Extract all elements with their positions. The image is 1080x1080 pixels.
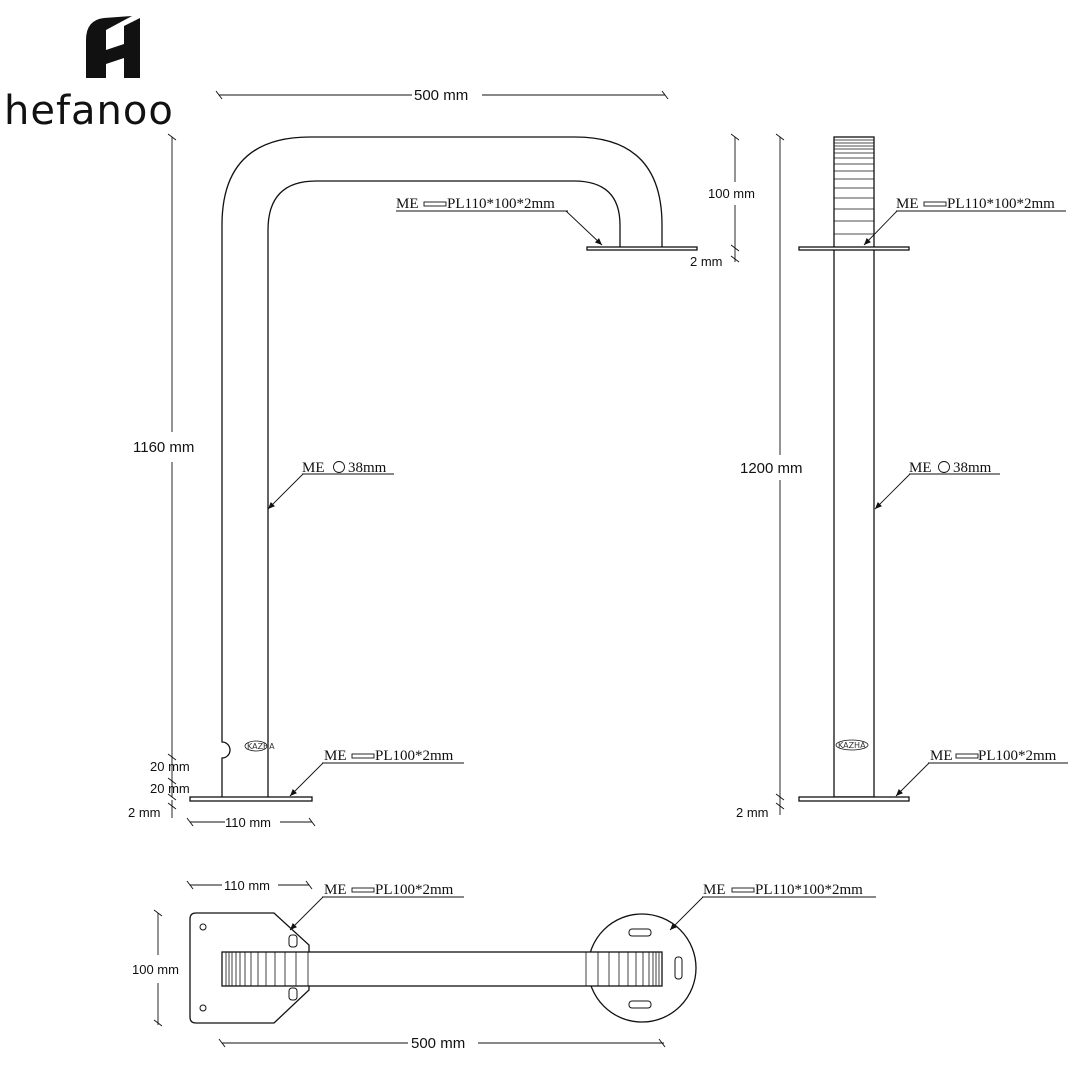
top-tube-knurling <box>225 952 660 986</box>
side-bottom-plate-spec: PL100*2mm <box>978 748 1057 764</box>
front-base-thickness-label: 2 mm <box>128 805 161 820</box>
side-dimensions <box>775 133 785 815</box>
side-top-plate <box>798 246 910 251</box>
top-view <box>189 912 697 1024</box>
brand-name: hefanoo <box>4 88 174 134</box>
side-tube-label: ME <box>909 460 932 476</box>
top-tube <box>221 951 663 987</box>
top-left-plate-spec: PL100*2mm <box>375 882 454 898</box>
front-top-plate-spec: PL110*100*2mm <box>447 196 555 212</box>
top-dimensions <box>153 880 666 1048</box>
front-top-plate <box>586 246 698 251</box>
top-plate-width-label: 110 mm <box>224 878 270 893</box>
front-tag-text: KAZHA <box>247 742 275 751</box>
brand-logo: hefanoo <box>4 16 174 134</box>
side-tube-spec: 38mm <box>953 460 992 476</box>
side-tube-knurling <box>834 139 874 235</box>
front-tube-spec: 38mm <box>348 460 387 476</box>
top-right-plate-spec: PL110*100*2mm <box>755 882 863 898</box>
front-bottom-plate-label: ME <box>324 748 347 764</box>
front-view <box>189 136 698 802</box>
top-left-plate <box>189 912 310 1024</box>
front-tube-outer <box>221 136 663 797</box>
front-gap-lower-label: 20 mm <box>150 781 190 796</box>
side-height-label: 1200 mm <box>740 460 803 477</box>
side-view <box>798 136 910 802</box>
front-top-thickness-label: 2 mm <box>690 254 723 269</box>
side-base-plate <box>798 796 910 802</box>
front-width-label: 500 mm <box>414 87 468 104</box>
front-base-plate <box>189 796 313 802</box>
front-top-plate-label: ME <box>396 196 419 212</box>
top-length-label: 500 mm <box>411 1035 465 1052</box>
front-base-width-label: 110 mm <box>225 815 271 830</box>
side-tag-text: KAZHA <box>838 741 866 750</box>
front-top-depth-label: 100 mm <box>708 186 755 201</box>
front-tube-label: ME <box>302 460 325 476</box>
front-leaders <box>267 201 603 797</box>
side-leaders <box>863 201 1068 797</box>
side-brand-tag <box>835 739 869 751</box>
hefanoo-logo-icon <box>86 16 140 78</box>
front-dimensions <box>167 90 740 827</box>
side-top-plate-spec: PL110*100*2mm <box>947 196 1055 212</box>
top-left-plate-label: ME <box>324 882 347 898</box>
front-gap-upper-label: 20 mm <box>150 759 190 774</box>
side-tube <box>833 136 875 798</box>
front-tube-inner <box>267 180 621 797</box>
side-bottom-plate-label: ME <box>930 748 953 764</box>
front-brand-tag <box>244 740 268 752</box>
top-plate-height-label: 100 mm <box>132 962 179 977</box>
front-height-label: 1160 mm <box>133 439 194 456</box>
front-bottom-plate-spec: PL100*2mm <box>375 748 454 764</box>
top-right-plate-label: ME <box>703 882 726 898</box>
side-top-plate-label: ME <box>896 196 919 212</box>
side-base-thickness-label: 2 mm <box>736 805 769 820</box>
top-leaders <box>289 887 876 931</box>
